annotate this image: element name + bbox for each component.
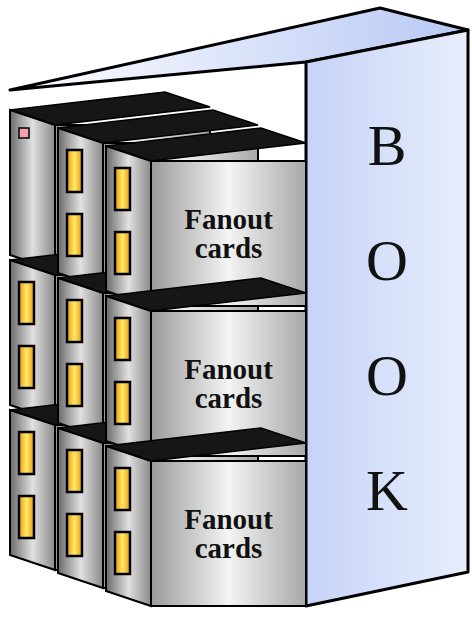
- port-slot: [67, 300, 82, 342]
- card-side: [10, 410, 55, 570]
- card-side: [106, 446, 151, 606]
- port-slot: [67, 514, 82, 556]
- port-slot: [67, 364, 82, 406]
- port-slot: [19, 496, 34, 538]
- port-slot: [19, 282, 34, 324]
- card-side: [10, 110, 55, 270]
- port-slot: [67, 214, 82, 256]
- card-side: [58, 278, 103, 438]
- fanout-card: Fanout cards: [151, 461, 306, 606]
- port-slot: [67, 450, 82, 492]
- card-side: [58, 128, 103, 288]
- port-slot: [115, 468, 130, 510]
- card-side: [10, 260, 55, 420]
- port-slot: [19, 346, 34, 388]
- book-label: BOOK: [358, 88, 416, 548]
- book-side: [306, 30, 468, 606]
- card-side: [58, 428, 103, 588]
- port-slot: [67, 150, 82, 192]
- card-label: Fanout cards: [155, 355, 302, 413]
- port-slot: [115, 532, 130, 574]
- card-side: [106, 296, 151, 456]
- card-label: Fanout cards: [155, 505, 302, 563]
- fanout-card: Fanout cards: [151, 311, 306, 456]
- port-slot: [115, 232, 130, 274]
- port-slot: [19, 432, 34, 474]
- port-slot: [115, 168, 130, 210]
- status-led: [19, 128, 29, 138]
- port-slot: [115, 382, 130, 424]
- card-front: [151, 461, 306, 606]
- port-slot: [115, 318, 130, 360]
- fanout-card: Fanout cards: [151, 161, 306, 306]
- card-label: Fanout cards: [155, 205, 302, 263]
- card-side: [106, 146, 151, 306]
